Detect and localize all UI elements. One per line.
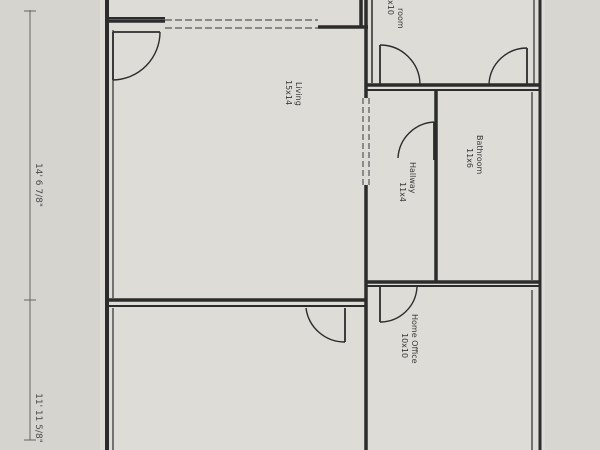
room-hallway: Hallway 11x4	[398, 162, 417, 202]
doors	[112, 31, 528, 343]
room-size: 10x10	[400, 333, 409, 358]
room-name: Bathroom	[475, 135, 484, 175]
interior-walls	[107, 0, 540, 450]
room-name: Hallway	[408, 162, 417, 194]
room-size: 15x14	[284, 80, 293, 105]
opening-living-hallway	[362, 98, 370, 185]
room-bedroom-top-partial: room x10	[386, 0, 405, 29]
room-name: room	[396, 8, 405, 29]
room-size: 11x6	[465, 148, 474, 168]
paper-right-margin	[545, 0, 600, 450]
paper-left-margin	[0, 0, 100, 450]
room-name: Living	[294, 82, 303, 106]
door-bedroom-right	[488, 47, 528, 85]
door-lower-room	[305, 307, 346, 343]
room-bathroom: Bathroom 11x6	[465, 135, 484, 175]
room-living: Living 15x14	[284, 80, 303, 106]
room-size: 11x4	[398, 182, 407, 202]
room-name: Home Office	[410, 314, 419, 364]
dimension-line-left	[24, 10, 36, 441]
room-size: x10	[386, 0, 395, 15]
window-living-top	[165, 19, 318, 29]
room-home-office: Home Office 10x10	[400, 314, 419, 364]
dimension-label-upper: 14' 6 7/8"	[33, 163, 43, 207]
exterior-walls	[105, 0, 542, 450]
door-living	[112, 31, 161, 81]
door-office	[379, 286, 418, 323]
dimension-label-lower: 11' 11 5/8"	[33, 393, 43, 443]
door-hallway	[397, 121, 435, 160]
door-bedroom-left	[379, 44, 421, 85]
